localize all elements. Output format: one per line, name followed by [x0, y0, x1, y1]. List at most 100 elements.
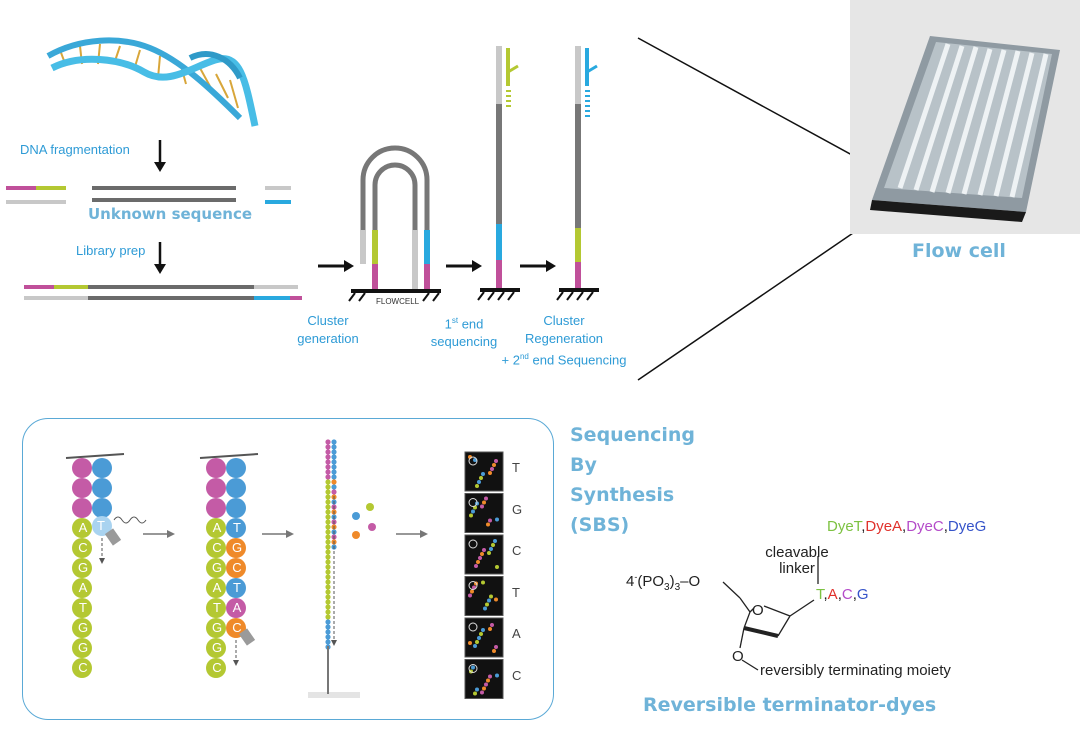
fragmentation-down-arrow-icon [154, 140, 166, 172]
strand-bead [325, 589, 331, 595]
strand-bead [325, 464, 331, 470]
sbs-title-line1: Sequencing [570, 424, 696, 446]
cluster-dot [473, 644, 477, 648]
base-g: G [856, 586, 869, 603]
readout-letter: G [512, 501, 523, 517]
strand-bead-pair [331, 439, 337, 445]
cluster-dot [494, 459, 498, 463]
highlight-ring [468, 539, 478, 549]
strand-bead-pair [331, 474, 337, 480]
sbs-arrow-3-icon [396, 530, 428, 538]
regen-line1: Cluster [543, 313, 585, 328]
strand-2-letter: A [212, 520, 222, 535]
cluster-dot [473, 458, 477, 462]
highlight-ring [468, 498, 478, 507]
dye-a: DyeA [865, 518, 903, 535]
cluster-dot [486, 678, 490, 683]
regeneration-strand-diagram [556, 46, 599, 301]
library-prep-label: Library prep [76, 243, 146, 258]
first-end-sup: st [451, 316, 459, 325]
strand-bead [325, 444, 331, 450]
dna-fragmentation-label: DNA fragmentation [20, 142, 130, 157]
first-end-num: 1 [444, 316, 452, 332]
imaging-tile [464, 493, 504, 533]
strand-bead [325, 519, 331, 525]
reversible-terminator-title: Reversible terminator-dyes [643, 694, 937, 716]
imaging-tile [464, 617, 504, 658]
cluster-dot [495, 517, 499, 522]
strand-bead [325, 599, 331, 605]
cluster-dot [482, 686, 486, 691]
cluster-dot [489, 547, 493, 551]
regen-line3: + 2nd end Sequencing [494, 348, 634, 369]
strand-bead [325, 619, 331, 625]
dye-g: DyeG [947, 518, 987, 535]
strand-bead [325, 529, 331, 535]
cluster-dot [479, 476, 483, 480]
sbs-arrow-1-icon [143, 530, 175, 538]
cluster-dot [470, 589, 474, 594]
strand-bead [325, 484, 331, 490]
sbs-strand-2 [199, 453, 259, 678]
first-end-word: end [458, 316, 484, 332]
strand-1-letter: G [77, 640, 89, 655]
cluster-dot [479, 632, 483, 636]
regen-line2: Regeneration [524, 331, 604, 346]
strand-2-letter: C [212, 540, 222, 555]
library-strands [24, 285, 302, 300]
flow-cell-chip-illustration [870, 36, 1060, 222]
strand-bead-pair [331, 449, 337, 455]
regen-end: end Sequencing [528, 352, 627, 368]
strand-bead [325, 469, 331, 475]
cluster-dot [495, 565, 499, 569]
imaging-tiles-svg [464, 451, 504, 699]
strand-bead [325, 574, 331, 580]
cluster-dot [488, 627, 492, 631]
strand-1-letters: A C G A T G G C [76, 520, 90, 680]
base-t: T [816, 586, 824, 603]
cluster-dot [487, 598, 491, 603]
strand-bead [325, 509, 331, 515]
sbs-title-line4: (SBS) [570, 514, 630, 536]
phosphate-sub1: 3 [664, 582, 670, 593]
cluster-dot [488, 674, 492, 679]
highlight-ring [468, 456, 478, 466]
cluster-dot [486, 522, 490, 527]
strand-bead [325, 614, 331, 620]
strand-bead [325, 569, 331, 575]
highlight-ring [468, 581, 478, 590]
cluster-dot [473, 691, 477, 696]
strand-bead [325, 554, 331, 560]
cluster-dot [469, 513, 473, 518]
strand-2-letter: T [213, 600, 221, 615]
cluster-dot [468, 641, 472, 645]
cluster-dot [487, 551, 491, 555]
cluster-dot [475, 640, 479, 644]
cluster-dot [477, 480, 481, 484]
unknown-sequence-label: Unknown sequence [88, 205, 253, 223]
first-end-strand-diagram [477, 46, 520, 301]
strand-2-letter: C [212, 660, 222, 675]
cluster-dot [478, 556, 482, 560]
first-end-caption: 1st end sequencing [422, 312, 506, 351]
cluster-dot [491, 543, 495, 547]
strand-bead [325, 504, 331, 510]
cluster-dot [484, 496, 488, 501]
phosphate-sub2: 3 [674, 582, 681, 593]
cluster-dot [481, 580, 485, 585]
regeneration-caption: Cluster Regeneration + 2nd end Sequencin… [494, 312, 634, 369]
strand-bead [325, 624, 331, 630]
strand-bead [325, 439, 331, 445]
cluster-dot [489, 594, 493, 599]
cluster-dot [485, 602, 489, 607]
library-prep-down-arrow-icon [154, 242, 166, 274]
cluster-dot [480, 552, 484, 556]
cluster-dot [482, 500, 486, 505]
strand-bead [325, 604, 331, 610]
strand-bead [325, 449, 331, 455]
sbs-title: Sequencing By Synthesis (SBS) [570, 420, 695, 540]
strand-bead-pair [331, 489, 337, 495]
arrow-to-regeneration-icon [520, 260, 556, 272]
cluster-dot [471, 665, 475, 670]
cluster-dot [493, 539, 497, 543]
